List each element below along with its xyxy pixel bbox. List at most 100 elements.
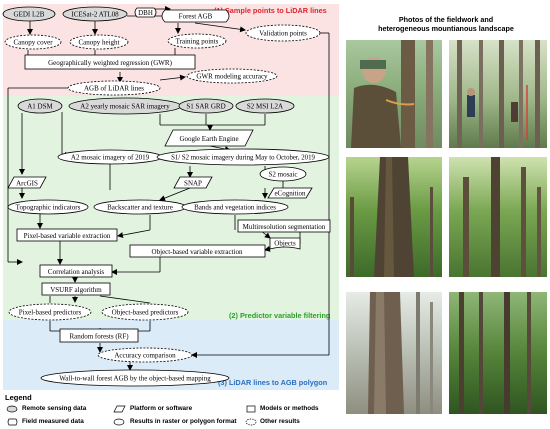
svg-text:S2 mosaic: S2 mosaic bbox=[269, 171, 298, 179]
legend-symbols bbox=[6, 405, 257, 426]
node-gwr-accuracy: GWR modeling accuracy bbox=[186, 68, 278, 84]
photo-forest-stand bbox=[449, 157, 547, 277]
node-vsurf: VSURF algorithm bbox=[41, 282, 111, 296]
svg-text:Accuracy comparison: Accuracy comparison bbox=[114, 352, 176, 360]
svg-text:Object-based variable extracti: Object-based variable extraction bbox=[152, 248, 243, 256]
node-canopy-cover: Canopy cover bbox=[4, 34, 62, 50]
node-backscatter: Backscatter and texture bbox=[93, 199, 187, 215]
legend-other-symbol bbox=[245, 418, 257, 426]
section-1-label: (1) Sample points to LiDAR lines bbox=[214, 6, 327, 15]
legend-rs: Remote sensing data bbox=[22, 405, 87, 412]
node-snap: SNAP bbox=[173, 176, 213, 189]
svg-text:A1 DSM: A1 DSM bbox=[27, 103, 53, 111]
svg-text:Validation points: Validation points bbox=[259, 30, 307, 38]
node-a2-mosaic: A2 mosaic imagery of 2019 bbox=[57, 149, 163, 165]
legend-models-symbol bbox=[246, 405, 256, 413]
svg-text:A2 mosaic imagery of 2019: A2 mosaic imagery of 2019 bbox=[71, 154, 150, 162]
node-validation-points: Validation points bbox=[245, 24, 321, 42]
node-object-extract: Object-based variable extraction bbox=[129, 244, 266, 258]
svg-text:Training points: Training points bbox=[176, 38, 219, 46]
node-object-predictors: Object-based predictors bbox=[101, 303, 189, 321]
svg-text:Bands and vegetation indices: Bands and vegetation indices bbox=[194, 204, 276, 212]
svg-text:Pixel-based variable extractio: Pixel-based variable extraction bbox=[24, 232, 111, 240]
svg-text:S1 SAR GRD: S1 SAR GRD bbox=[186, 103, 225, 111]
node-a2-sar: A2 yearly mosaic SAR imagery bbox=[68, 97, 182, 115]
svg-text:Pixel-based predictors: Pixel-based predictors bbox=[19, 309, 82, 317]
svg-text:S2 MSI L2A: S2 MSI L2A bbox=[247, 103, 283, 111]
svg-text:Geographically weighted regres: Geographically weighted regression (GWR) bbox=[48, 59, 172, 67]
node-s1-grd: S1 SAR GRD bbox=[178, 98, 234, 114]
photos-title: Photos of the fieldwork and heterogeneou… bbox=[344, 15, 548, 33]
svg-text:Random forests (RF): Random forests (RF) bbox=[69, 333, 129, 341]
node-s1s2-mosaic: S1/ S2 mosaic imagery during May to Octo… bbox=[156, 148, 330, 166]
svg-text:A2 yearly mosaic SAR imagery: A2 yearly mosaic SAR imagery bbox=[80, 103, 170, 111]
node-dbh: DBH bbox=[134, 7, 157, 18]
svg-text:Object-based predictors: Object-based predictors bbox=[112, 309, 179, 317]
legend-field: Field measured data bbox=[22, 418, 84, 425]
svg-text:AGB of LiDAR lines: AGB of LiDAR lines bbox=[84, 85, 144, 93]
legend-title: Legend bbox=[5, 393, 32, 402]
photos-title-line1: Photos of the fieldwork and bbox=[398, 15, 494, 24]
legend-models: Models or methods bbox=[260, 405, 319, 412]
node-s2-mosaic: S2 mosaic bbox=[259, 166, 307, 182]
photo-pine-bark bbox=[346, 292, 442, 414]
svg-text:Google Earth Engine: Google Earth Engine bbox=[179, 135, 238, 143]
svg-text:eCognition: eCognition bbox=[274, 190, 306, 198]
photo-dense-forest bbox=[449, 292, 547, 414]
svg-text:Wall-to-wall forest AGB by the: Wall-to-wall forest AGB by the object-ba… bbox=[59, 375, 211, 383]
node-objects: Objects bbox=[269, 237, 301, 250]
photo-tree-trunk bbox=[346, 157, 442, 277]
node-gwr: Geographically weighted regression (GWR) bbox=[24, 54, 196, 70]
legend-field-symbol bbox=[7, 418, 18, 426]
node-pixel-predictors: Pixel-based predictors bbox=[8, 303, 92, 321]
svg-text:Topographic indicators: Topographic indicators bbox=[16, 204, 81, 212]
svg-text:Objects: Objects bbox=[274, 240, 296, 248]
svg-text:ArcGIS: ArcGIS bbox=[16, 180, 38, 188]
node-mrs: Multiresolution segmentation bbox=[237, 219, 331, 233]
legend-results-symbol bbox=[113, 418, 125, 426]
node-wall-to-wall: Wall-to-wall forest AGB by the object-ba… bbox=[40, 369, 230, 387]
node-gee: Google Earth Engine bbox=[164, 129, 254, 147]
photos-title-line2: heterogeneous mountianous landscape bbox=[378, 24, 514, 33]
svg-text:VSURF algorithm: VSURF algorithm bbox=[50, 286, 102, 294]
svg-text:DBH: DBH bbox=[138, 9, 153, 17]
node-random-forests: Random forests (RF) bbox=[59, 328, 139, 343]
svg-text:Canopy cover: Canopy cover bbox=[13, 39, 53, 47]
node-pixel-extract: Pixel-based variable extraction bbox=[16, 228, 118, 242]
svg-text:Forest AGB: Forest AGB bbox=[179, 13, 213, 21]
node-s2-msi: S2 MSI L2A bbox=[235, 98, 295, 114]
photo-fieldwork-measure bbox=[346, 40, 442, 148]
legend-platform: Platform or software bbox=[130, 405, 193, 412]
section-2-label: (2) Predictor variable filtering bbox=[229, 311, 331, 320]
svg-text:Correlation analysis: Correlation analysis bbox=[48, 268, 104, 276]
node-gedi: GEDI L2B bbox=[2, 6, 56, 22]
node-accuracy-comparison: Accuracy comparison bbox=[97, 347, 193, 363]
node-bands: Bands and vegetation indices bbox=[181, 199, 289, 215]
node-correlation: Correlation analysis bbox=[39, 264, 113, 278]
node-training-points: Training points bbox=[167, 33, 227, 49]
svg-text:GEDI L2B: GEDI L2B bbox=[14, 11, 45, 19]
node-a1-dsm: A1 DSM bbox=[17, 98, 63, 114]
node-icesat: ICESat-2 ATL08 bbox=[62, 6, 128, 22]
legend-other: Other results bbox=[260, 418, 300, 425]
svg-text:Backscatter and texture: Backscatter and texture bbox=[107, 204, 173, 212]
svg-text:GWR modeling accuracy: GWR modeling accuracy bbox=[196, 73, 268, 81]
node-forest-agb: Forest AGB bbox=[161, 9, 230, 23]
section-3-label: (3) LiDAR lines to AGB polygon bbox=[218, 378, 328, 387]
photo-fieldwork-forest bbox=[449, 40, 547, 148]
node-agb-lidar: AGB of LiDAR lines bbox=[67, 80, 161, 96]
svg-text:Canopy height: Canopy height bbox=[78, 39, 119, 47]
node-canopy-height: Canopy height bbox=[69, 34, 129, 50]
svg-text:ICESat-2 ATL08: ICESat-2 ATL08 bbox=[71, 11, 119, 19]
node-topo: Topographic indicators bbox=[7, 199, 89, 215]
legend-results: Results in raster or polygon format bbox=[130, 418, 237, 425]
svg-text:Multiresolution segmentation: Multiresolution segmentation bbox=[243, 223, 326, 231]
legend-platform-symbol bbox=[113, 405, 126, 413]
node-ecognition: eCognition bbox=[267, 187, 313, 199]
flowchart: GEDI L2B ICESat-2 ATL08 DBH Forest AGB V… bbox=[2, 6, 331, 387]
legend-rs-symbol bbox=[6, 405, 18, 413]
svg-text:SNAP: SNAP bbox=[184, 180, 202, 188]
node-arcgis: ArcGIS bbox=[7, 176, 47, 189]
svg-text:S1/ S2 mosaic imagery during M: S1/ S2 mosaic imagery during May to Octo… bbox=[171, 155, 315, 162]
